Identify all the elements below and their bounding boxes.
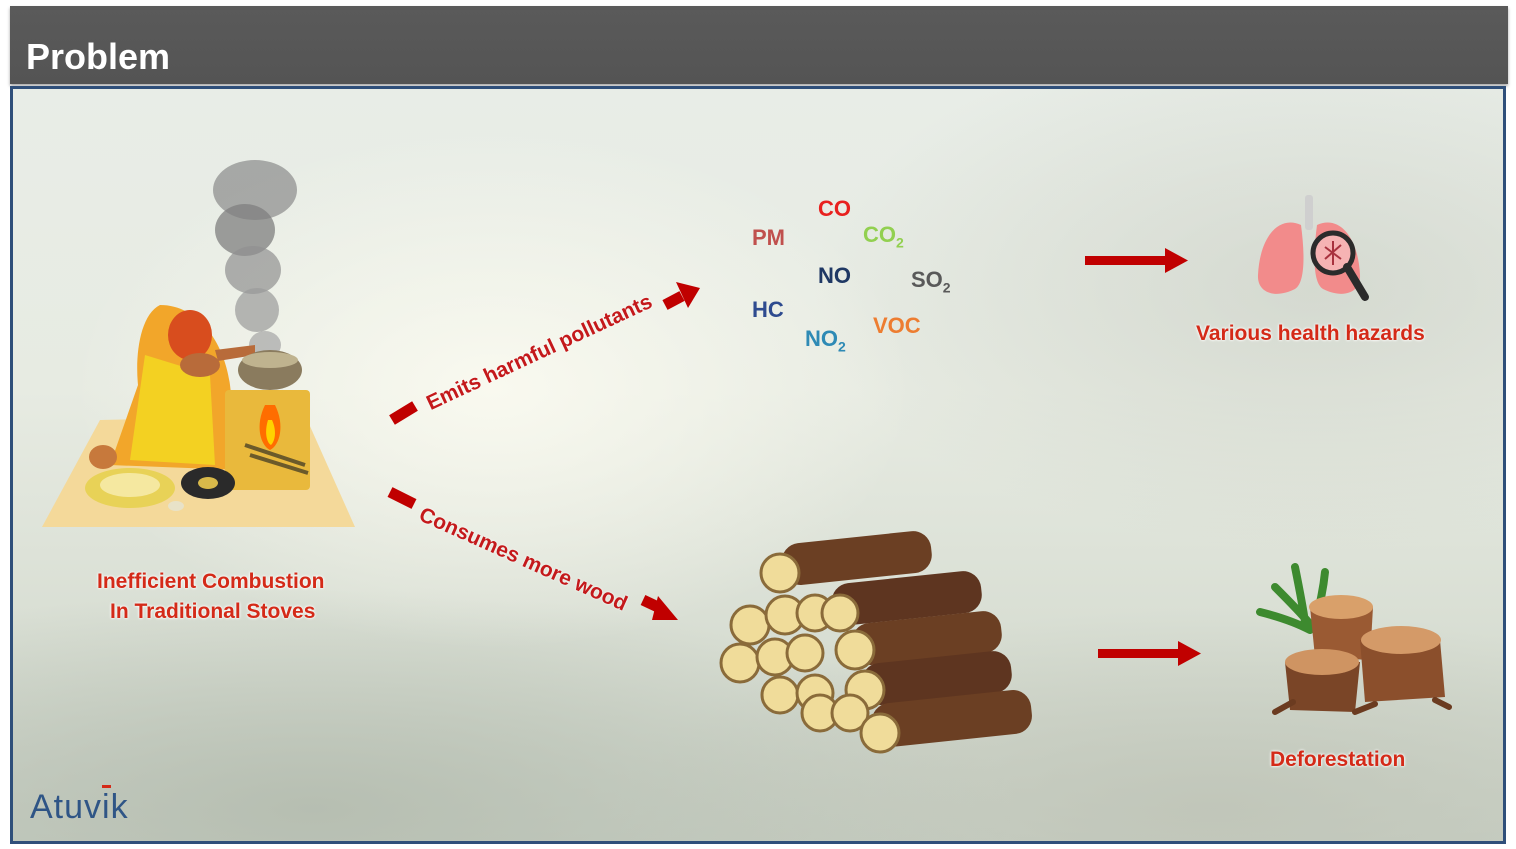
pollutant-co: CO	[818, 196, 851, 222]
source-caption-line1: Inefficient Combustion	[97, 570, 325, 593]
lungs-magnifier-icon	[1257, 195, 1369, 301]
pollutant-no-label: NO	[818, 263, 851, 288]
pollutant-voc-label: VOC	[873, 313, 921, 338]
title-bar: Problem	[10, 6, 1508, 84]
pollutant-pm-label: PM	[752, 225, 785, 250]
pollutant-no2: NO2	[805, 326, 846, 354]
pollutant-so2-sub: 2	[942, 279, 951, 296]
pollutant-so2: SO2	[911, 267, 951, 295]
tree-stumps-icon	[1256, 563, 1452, 715]
logo-text-i: i	[102, 785, 111, 826]
pollutant-so2-label: SO	[911, 267, 943, 292]
deforestation-label: Deforestation	[1270, 748, 1406, 771]
source-caption-line2: In Traditional Stoves	[110, 600, 316, 623]
smoke-icon	[213, 160, 297, 359]
pollutant-no2-sub: 2	[838, 338, 846, 355]
page-title: Problem	[26, 36, 171, 77]
arrow-to-deforestation	[1098, 641, 1201, 666]
pollutant-hc: HC	[752, 297, 784, 323]
logo-text-end: k	[110, 788, 129, 826]
pollutant-co2-label: CO	[863, 222, 896, 247]
pollutant-co2-sub: 2	[896, 234, 904, 251]
logo-text-start: Atuv	[30, 788, 103, 826]
pollutant-hc-label: HC	[752, 297, 784, 322]
wood-logs-icon	[719, 531, 1032, 754]
atuvik-logo: Atuvik	[30, 785, 129, 827]
pollutant-pm: PM	[752, 225, 785, 251]
arrow-to-health	[1085, 248, 1188, 273]
pollutant-no2-label: NO	[805, 326, 838, 351]
pollutant-co-label: CO	[818, 196, 851, 221]
pollutant-co2: CO2	[863, 222, 904, 250]
pollutant-no: NO	[818, 263, 851, 289]
pollutant-voc: VOC	[873, 313, 921, 339]
health-hazards-label: Various health hazards	[1196, 322, 1425, 345]
woman-cooking-icon	[42, 305, 355, 527]
